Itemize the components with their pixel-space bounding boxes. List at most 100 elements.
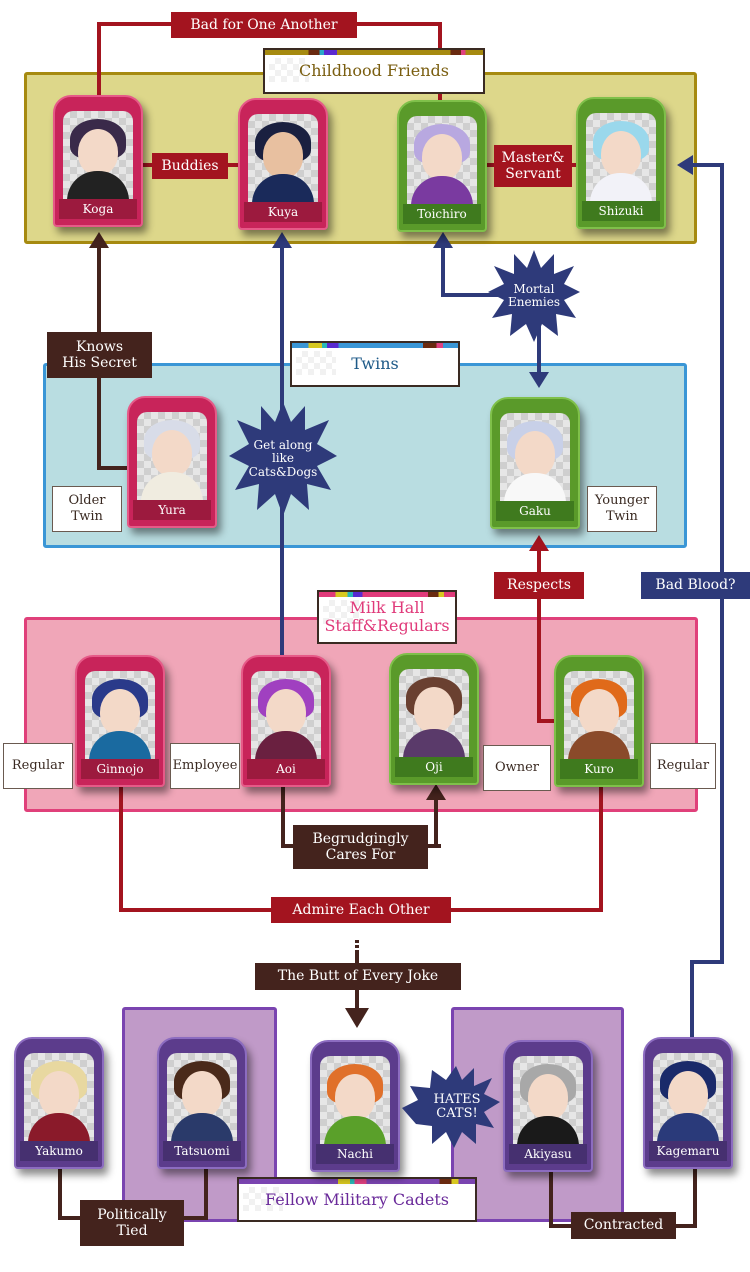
character-name: Toichiro bbox=[403, 204, 481, 224]
group-title-text: Milk Hall Staff&Regulars bbox=[324, 598, 450, 635]
portrait-kuya bbox=[248, 114, 318, 204]
relation-butt-of-every-joke: The Butt of Every Joke bbox=[255, 963, 461, 990]
portrait-aoi bbox=[251, 671, 321, 761]
relation-hates-cats: HATES CATS! bbox=[402, 1062, 502, 1152]
arrow-up-icon bbox=[433, 232, 453, 248]
line-bad-for-one-another bbox=[97, 22, 101, 97]
character-card-yura[interactable]: Yura bbox=[127, 396, 217, 528]
tag-ginnojo-role: Regular bbox=[3, 743, 73, 789]
line-bad-blood bbox=[692, 163, 722, 167]
character-name: Aoi bbox=[247, 759, 325, 779]
portrait-koga bbox=[63, 111, 133, 201]
character-card-kagemaru[interactable]: Kagemaru bbox=[643, 1037, 733, 1169]
group-title-text: Childhood Friends bbox=[298, 61, 449, 81]
character-card-kuro[interactable]: Kuro bbox=[554, 655, 644, 787]
tag-oji-role: Owner bbox=[483, 745, 551, 791]
line-butt-joke bbox=[355, 945, 359, 948]
arrow-down-icon bbox=[345, 1008, 369, 1028]
group-title-milk-hall: Milk Hall Staff&Regulars bbox=[317, 590, 457, 644]
relation-cats-dogs: Get along like Cats&Dogs bbox=[227, 400, 339, 518]
group-title-cadets: Fellow Military Cadets bbox=[237, 1177, 477, 1222]
relation-politically-tied: Politically Tied bbox=[80, 1200, 184, 1246]
group-title-twins: Twins bbox=[290, 341, 460, 387]
character-card-aoi[interactable]: Aoi bbox=[241, 655, 331, 787]
line-contracted bbox=[549, 1160, 553, 1228]
relation-bad-for-one-another: Bad for One Another bbox=[171, 12, 357, 38]
arrow-up-icon bbox=[426, 784, 446, 800]
portrait-tatsuomi bbox=[167, 1053, 237, 1143]
relation-respects: Respects bbox=[494, 572, 584, 599]
portrait-shizuki bbox=[586, 113, 656, 203]
burst-text: Mortal Enemies bbox=[507, 281, 561, 309]
portrait-toichiro bbox=[407, 116, 477, 206]
character-card-toichiro[interactable]: Toichiro bbox=[397, 100, 487, 232]
portrait-yakumo bbox=[24, 1053, 94, 1143]
character-card-kuya[interactable]: Kuya bbox=[238, 98, 328, 230]
line-bad-blood bbox=[690, 960, 724, 964]
line-begrudgingly bbox=[434, 798, 438, 848]
tag-kuro-role: Regular bbox=[650, 743, 716, 789]
tag-younger-twin: Younger Twin bbox=[587, 486, 657, 532]
relation-buddies: Buddies bbox=[152, 153, 228, 179]
tag-older-twin: Older Twin bbox=[52, 486, 122, 532]
line-contracted bbox=[693, 1160, 697, 1228]
character-name: Oji bbox=[395, 757, 473, 777]
line-begrudgingly bbox=[281, 780, 285, 848]
relation-knows-his-secret: Knows His Secret bbox=[47, 332, 152, 378]
line-admire bbox=[119, 780, 123, 912]
character-name: Kuro bbox=[560, 759, 638, 779]
arrow-up-icon bbox=[529, 535, 549, 551]
character-name: Ginnojo bbox=[81, 759, 159, 779]
relation-begrudgingly: Begrudgingly Cares For bbox=[293, 825, 428, 869]
character-card-koga[interactable]: Koga bbox=[53, 95, 143, 227]
line-admire bbox=[599, 780, 603, 912]
character-card-oji[interactable]: Oji bbox=[389, 653, 479, 785]
burst-text: Get along like Cats&Dogs bbox=[248, 438, 318, 479]
arrow-down-icon bbox=[529, 372, 549, 388]
character-card-ginnojo[interactable]: Ginnojo bbox=[75, 655, 165, 787]
character-card-shizuki[interactable]: Shizuki bbox=[576, 97, 666, 229]
group-title-text: Twins bbox=[351, 354, 399, 374]
line-bad-blood bbox=[690, 960, 694, 1040]
character-card-akiyasu[interactable]: Akiyasu bbox=[503, 1040, 593, 1172]
line-respects bbox=[537, 719, 559, 723]
arrow-up-icon bbox=[272, 232, 292, 248]
group-title-childhood-friends: Childhood Friends bbox=[263, 48, 485, 94]
character-card-nachi[interactable]: Nachi bbox=[310, 1040, 400, 1172]
portrait-nachi bbox=[320, 1056, 390, 1146]
relation-master-servant: Master& Servant bbox=[494, 145, 572, 187]
character-name: Kuya bbox=[244, 202, 322, 222]
character-name: Kagemaru bbox=[649, 1141, 727, 1161]
character-name: Yakumo bbox=[20, 1141, 98, 1161]
character-card-yakumo[interactable]: Yakumo bbox=[14, 1037, 104, 1169]
character-name: Akiyasu bbox=[509, 1144, 587, 1164]
line-politically-tied bbox=[58, 1160, 62, 1220]
line-politically-tied bbox=[204, 1160, 208, 1220]
group-title-text: Fellow Military Cadets bbox=[265, 1189, 449, 1209]
line-knows-secret bbox=[97, 466, 131, 470]
line-butt-joke bbox=[355, 940, 359, 943]
relation-admire-each-other: Admire Each Other bbox=[271, 897, 451, 923]
burst-text: HATES CATS! bbox=[433, 1091, 481, 1121]
character-name: Koga bbox=[59, 199, 137, 219]
relation-bad-blood: Bad Blood? bbox=[641, 572, 750, 599]
line-respects bbox=[537, 548, 541, 723]
character-name: Tatsuomi bbox=[163, 1141, 241, 1161]
character-card-tatsuomi[interactable]: Tatsuomi bbox=[157, 1037, 247, 1169]
character-name: Nachi bbox=[316, 1144, 394, 1164]
portrait-kagemaru bbox=[653, 1053, 723, 1143]
portrait-kuro bbox=[564, 671, 634, 761]
character-card-gaku[interactable]: Gaku bbox=[490, 397, 580, 529]
character-name: Yura bbox=[133, 500, 211, 520]
portrait-oji bbox=[399, 669, 469, 759]
relation-mortal-enemies: Mortal Enemies bbox=[486, 248, 582, 344]
portrait-yura bbox=[137, 412, 207, 502]
line-mortal-enemies bbox=[441, 245, 445, 297]
line-mortal-enemies bbox=[537, 293, 541, 373]
portrait-akiyasu bbox=[513, 1056, 583, 1146]
line-mortal-enemies bbox=[441, 293, 541, 297]
character-name: Gaku bbox=[496, 501, 574, 521]
portrait-gaku bbox=[500, 413, 570, 503]
arrow-left-icon bbox=[677, 155, 693, 175]
tag-aoi-role: Employee bbox=[170, 743, 240, 789]
